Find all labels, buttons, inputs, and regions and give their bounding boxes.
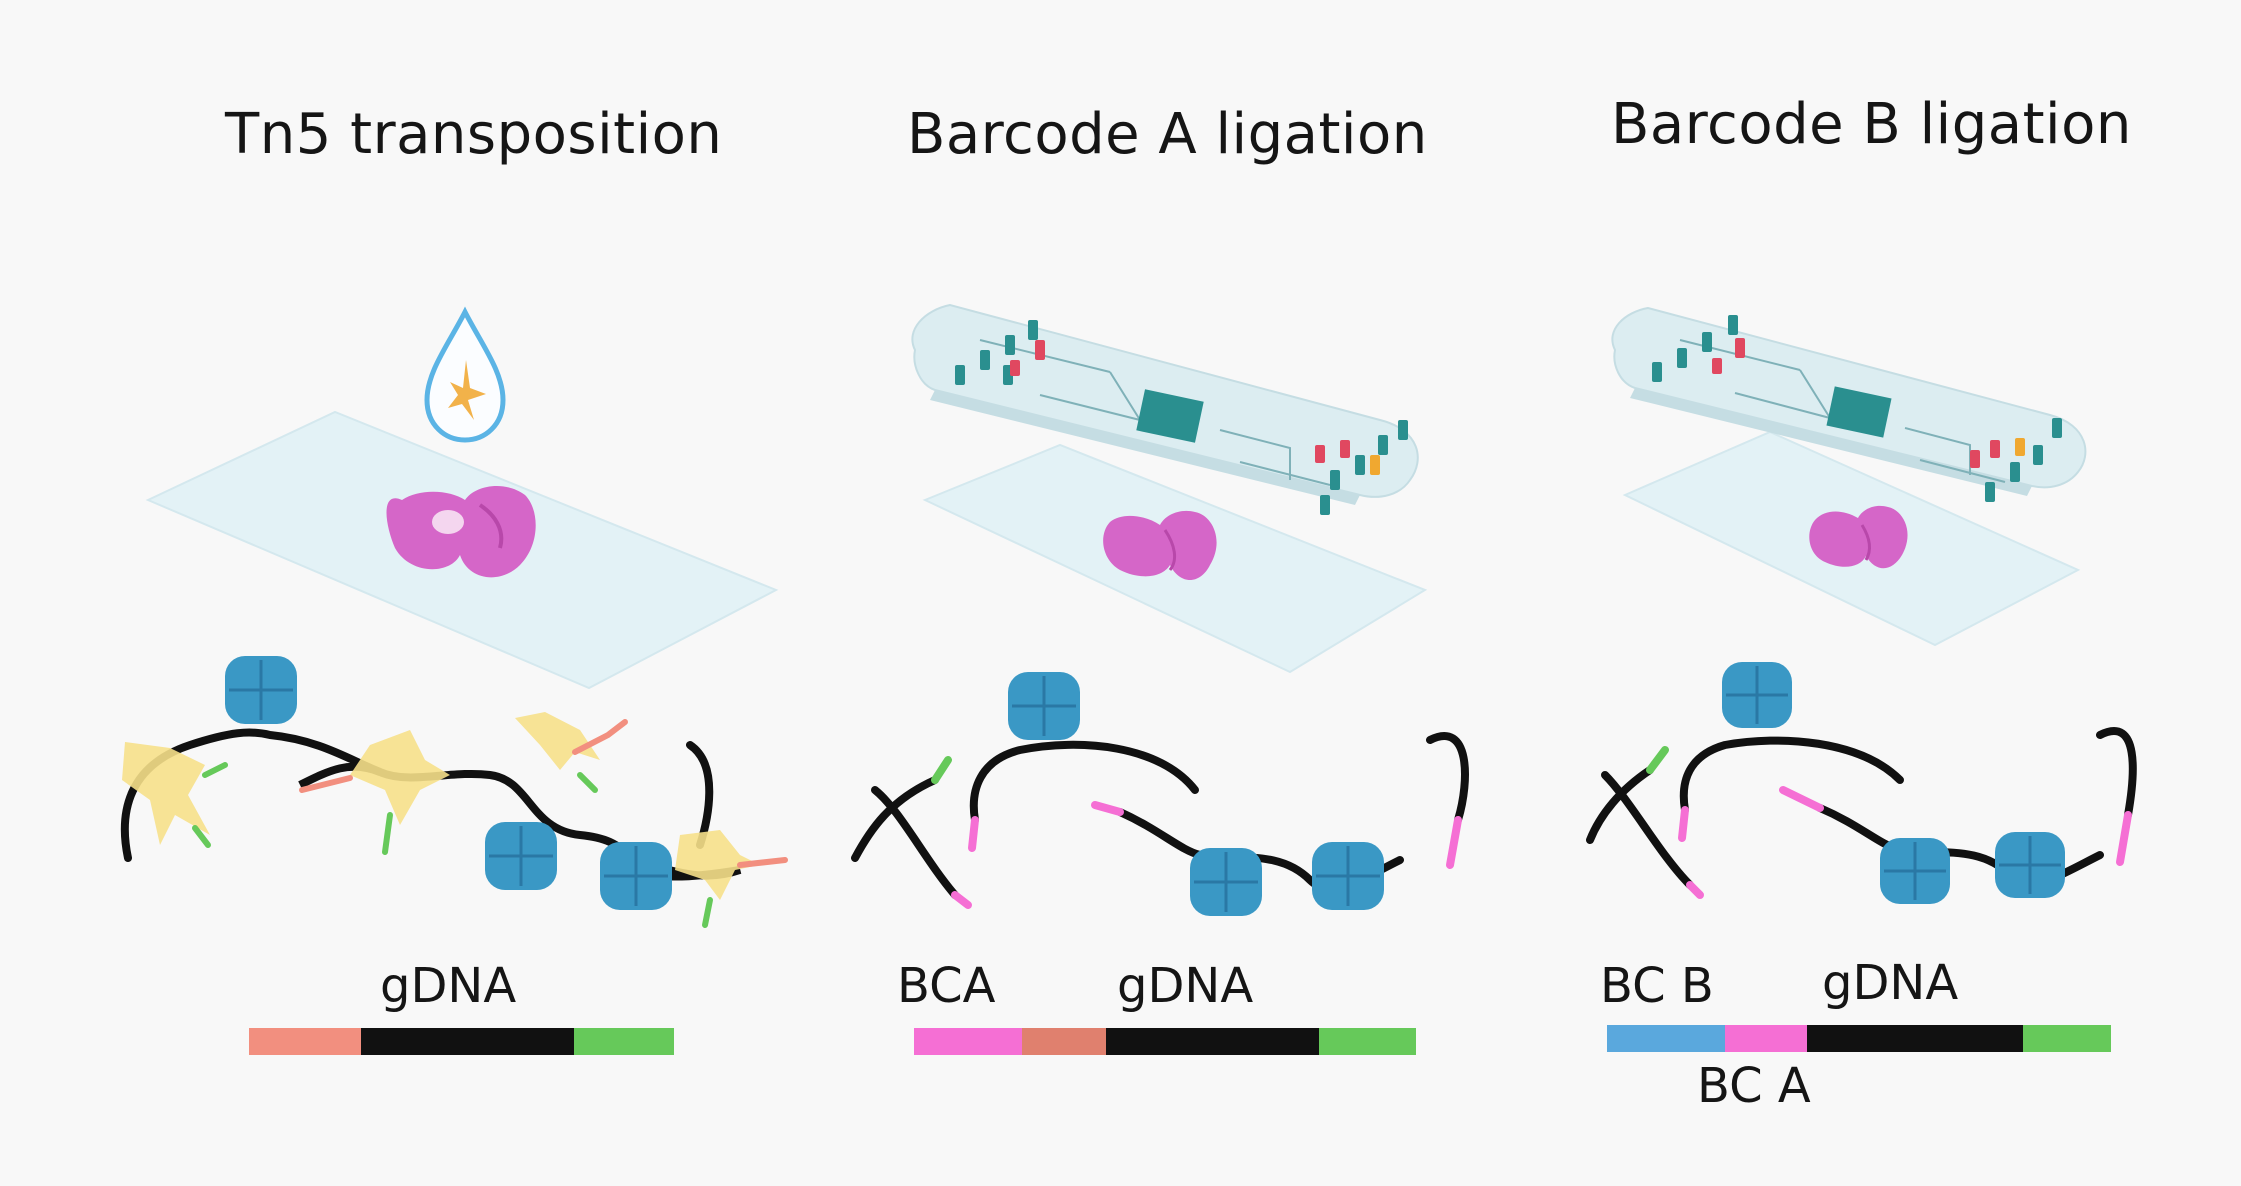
dna-strand: [871, 786, 959, 899]
tissue-section: [1103, 510, 1217, 580]
panel-title-barcode-a: Barcode A ligation: [907, 102, 1428, 167]
tissue-section: [1809, 505, 1908, 569]
microfluidic-chip-icon: [1611, 306, 2087, 502]
label-gdna-2: gDNA: [1117, 958, 1254, 1014]
transposase-icon: [225, 656, 672, 910]
fragment-bar-2: [914, 1028, 1416, 1055]
barcode-a-end: [2116, 811, 2132, 866]
dna-strand: [1679, 736, 1904, 814]
panel-barcode-a: [851, 303, 1469, 1055]
dna-strand: [2096, 727, 2137, 819]
droplet-icon: [424, 306, 506, 443]
adapter-end: [1646, 746, 1669, 774]
dna-strand: [851, 776, 939, 862]
adapter-end: [931, 756, 952, 784]
barcode-a-end: [1091, 801, 1124, 816]
barcode-a-end: [951, 891, 972, 909]
fragment-bar-3: [1607, 1025, 2111, 1052]
dna-strand: [1586, 766, 1654, 844]
label-gdna-3: gDNA: [1822, 955, 1959, 1011]
transposase-icon: [1722, 662, 2065, 904]
panel-title-tn5: Tn5 transposition: [225, 102, 723, 167]
transposase-icon: [1008, 672, 1384, 916]
barcode-a-end: [1678, 806, 1689, 842]
fragment-bar-1: [249, 1028, 674, 1055]
label-bcb: BC B: [1600, 958, 1714, 1014]
panel-barcode-b: [1586, 306, 2137, 1052]
label-bca: BCA: [897, 958, 996, 1014]
barcode-a-end: [1779, 786, 1824, 812]
panel-tn5: [120, 306, 788, 1055]
tn5-complex-icon: [122, 712, 788, 928]
barcode-a-end: [1686, 881, 1704, 899]
barcode-a-end: [1446, 816, 1462, 869]
tissue-section: [386, 485, 536, 578]
dna-strand-c: [686, 741, 714, 849]
dna-strand: [1426, 732, 1469, 824]
label-bc-a: BC A: [1697, 1058, 1811, 1114]
dna-strand: [969, 740, 1199, 824]
dna-strand: [1601, 771, 1694, 889]
barcode-a-end: [968, 816, 979, 852]
panel-title-barcode-b: Barcode B ligation: [1611, 92, 2132, 157]
label-gdna-1: gDNA: [380, 958, 517, 1014]
microfluidic-chip-icon: [911, 303, 1419, 515]
